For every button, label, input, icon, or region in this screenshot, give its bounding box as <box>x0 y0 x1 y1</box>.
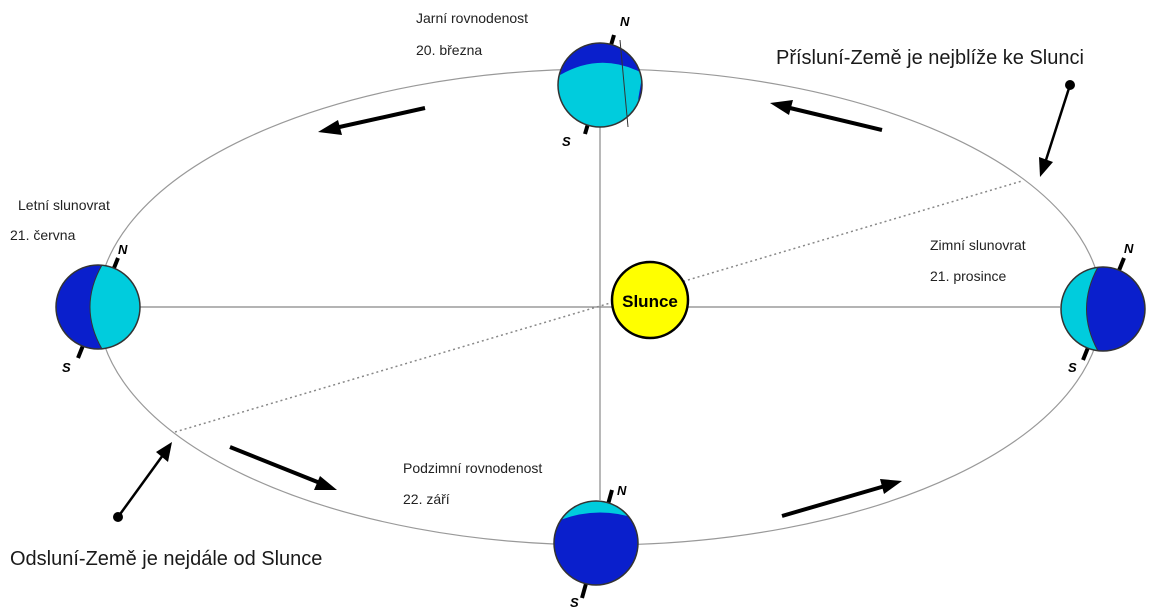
north-pole-label-autumn: N <box>617 483 627 498</box>
direction-arrow-bottom-right <box>781 479 902 518</box>
earth-autumn <box>553 489 639 599</box>
autumn-name: Podzimní rovnodenost <box>403 460 543 476</box>
earth-summer <box>55 257 141 359</box>
autumn-date: 22. září <box>403 491 450 507</box>
direction-arrow-top-right <box>770 100 883 132</box>
spring-date: 20. března <box>416 42 483 58</box>
earth-spring <box>557 34 643 135</box>
direction-arrow-top-left <box>318 106 426 135</box>
aphelion-label: Odsluní-Země je nejdále od Slunce <box>10 548 323 570</box>
perihelion-label: Přísluní-Země je nejblíže ke Slunci <box>776 47 1084 69</box>
pole-labels: N S N S N S N S <box>62 14 1134 608</box>
north-pole-label-winter: N <box>1124 241 1134 256</box>
south-pole-label-autumn: S <box>570 595 579 608</box>
spring-name: Jarní rovnodenost <box>416 10 529 26</box>
perihelion-pointer <box>1039 80 1075 177</box>
sun: Slunce <box>610 260 690 340</box>
winter-name: Zimní slunovrat <box>930 237 1026 253</box>
sun-disc <box>610 260 690 340</box>
south-pole-label-winter: S <box>1068 360 1077 375</box>
direction-arrows <box>229 100 902 518</box>
north-pole-label-summer: N <box>118 242 128 257</box>
summer-name: Letní slunovrat <box>18 197 110 213</box>
sun-label: Slunce <box>622 292 678 311</box>
winter-date: 21. prosince <box>930 268 1007 284</box>
north-pole-label-spring: N <box>620 14 630 29</box>
earth-winter <box>1060 257 1146 361</box>
aphelion-pointer <box>113 442 172 522</box>
apsides-line <box>174 180 1023 433</box>
summer-date: 21. června <box>10 227 76 243</box>
south-pole-label-spring: S <box>562 134 571 149</box>
direction-arrow-bottom-left <box>229 445 337 490</box>
south-pole-label-summer: S <box>62 360 71 375</box>
